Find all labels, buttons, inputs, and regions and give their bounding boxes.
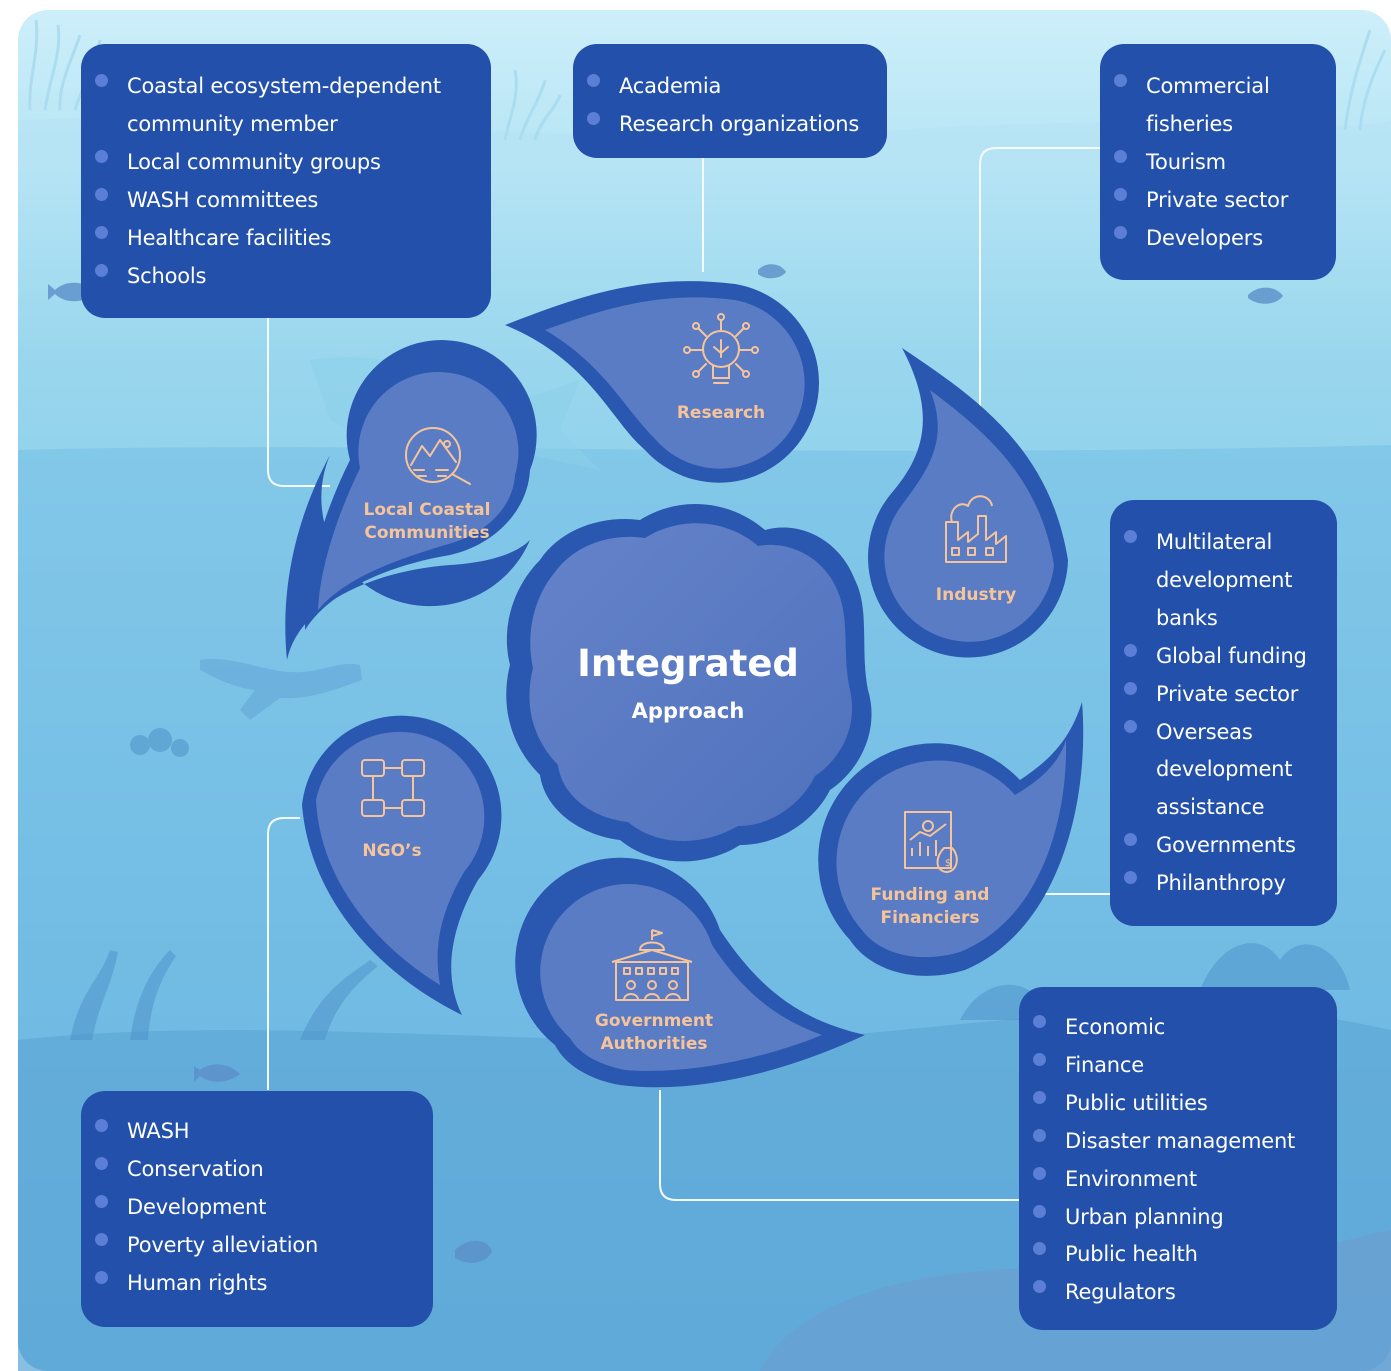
petal-label-government-line2: Authorities	[601, 1034, 708, 1054]
list-item: Academia	[587, 68, 869, 106]
connector-lines	[267, 147, 1110, 1201]
list-item: Developers	[1114, 220, 1318, 258]
list-item: Economic	[1033, 1009, 1319, 1047]
coastal-landscape-magnifier-icon	[405, 427, 471, 485]
seaweed-top-right	[1343, 29, 1387, 131]
petal-label-funding-line1: Funding and	[871, 885, 990, 905]
list-item: Global funding	[1124, 638, 1319, 676]
list-item: Development	[95, 1189, 415, 1227]
list-item: Coastal ecosystem-dependent community me…	[95, 68, 473, 144]
list-item: Tourism	[1114, 144, 1318, 182]
list-item: Private sector	[1124, 676, 1319, 714]
center-title: Integrated	[577, 642, 799, 685]
coral-bottom-left	[70, 728, 378, 1040]
list-item: Healthcare facilities	[95, 220, 473, 258]
list-item: WASH	[95, 1113, 415, 1151]
petal-research-inner	[545, 297, 805, 469]
petal-label-government-line1: Government	[595, 1011, 713, 1031]
factory-icon	[945, 495, 1007, 563]
petal-label-industry: Industry	[936, 585, 1016, 605]
list-item: Governments	[1124, 827, 1319, 865]
financial-report-money-bag-icon: $	[904, 811, 958, 873]
connector-ngos	[267, 817, 300, 1090]
petal-government	[515, 857, 865, 1088]
petal-label-local-line2: Communities	[364, 523, 489, 543]
petal-local-inner	[318, 371, 519, 610]
connector-local	[267, 318, 330, 487]
lightbulb-network-icon	[683, 313, 759, 384]
diver-silhouette	[200, 658, 362, 720]
list-item: Human rights	[95, 1265, 415, 1303]
petal-industry-inner	[884, 390, 1054, 642]
connector-government	[659, 1090, 1020, 1201]
list-item: Schools	[95, 258, 473, 296]
list-item: Conservation	[95, 1151, 415, 1189]
list-item: Public utilities	[1033, 1085, 1319, 1123]
petal-label-funding-line2: Financiers	[880, 908, 979, 928]
list-item: Local community groups	[95, 144, 473, 182]
petal-ngos-inner	[316, 731, 485, 985]
list-item: Urban planning	[1033, 1199, 1319, 1237]
list-item: Research organizations	[587, 106, 869, 144]
petal-industry	[868, 348, 1068, 658]
list-item: Environment	[1033, 1161, 1319, 1199]
list-item: Private sector	[1114, 182, 1318, 220]
seaweed-top-middle	[503, 69, 562, 141]
joined-hands-icon	[361, 759, 425, 817]
petal-government-inner	[540, 884, 822, 1071]
list-item: Finance	[1033, 1047, 1319, 1085]
list-local-communities: Coastal ecosystem-dependent community me…	[95, 68, 473, 296]
government-building-people-icon	[611, 929, 693, 1001]
list-item: Disaster management	[1033, 1123, 1319, 1161]
list-item: Regulators	[1033, 1274, 1319, 1312]
petal-ngos	[302, 715, 502, 1015]
list-item: Commercial fisheries	[1114, 68, 1318, 144]
petal-label-ngos: NGO’s	[362, 841, 421, 861]
svg-text:$: $	[945, 858, 951, 869]
petal-label-research: Research	[677, 403, 765, 423]
list-item: Philanthropy	[1124, 865, 1319, 903]
center-hub-inner	[529, 523, 853, 841]
petal-local	[285, 340, 537, 660]
petal-label-local-line1: Local Coastal	[364, 500, 491, 520]
list-item: Poverty alleviation	[95, 1227, 415, 1265]
list-item: WASH committees	[95, 182, 473, 220]
center-subtitle: Approach	[632, 699, 745, 723]
connector-industry	[979, 147, 1100, 420]
list-item: Overseas development assistance	[1124, 714, 1319, 828]
center-hub: Integrated Approach	[506, 503, 872, 862]
list-item: Multilateral development banks	[1124, 524, 1319, 638]
box-local-communities: Coastal ecosystem-dependent community me…	[81, 44, 491, 318]
list-item: Public health	[1033, 1236, 1319, 1274]
